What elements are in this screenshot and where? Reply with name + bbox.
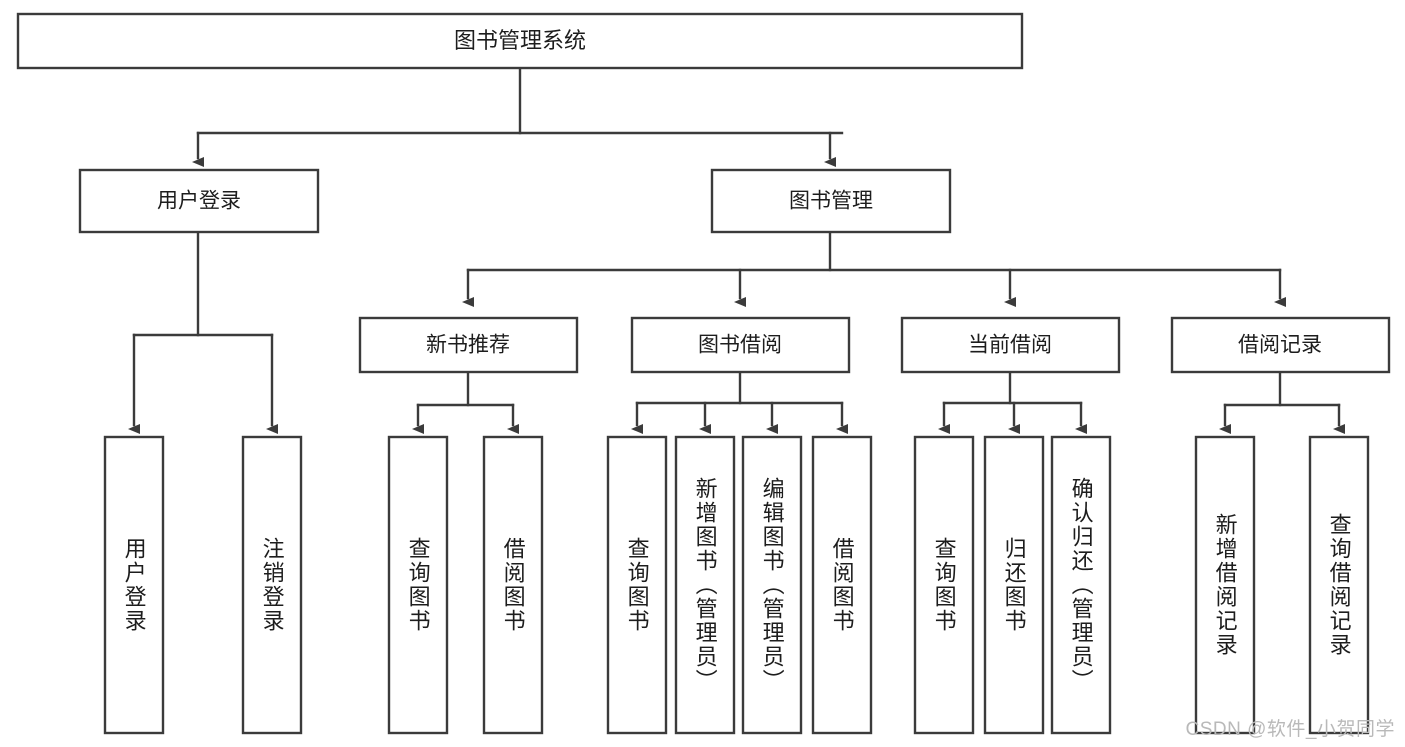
- node-borrow-record[interactable]: 借阅记录: [1170, 316, 1391, 374]
- leaf-box-current-borrow-3[interactable]: [1050, 435, 1112, 735]
- leaf-box-book-borrow-2[interactable]: [674, 435, 736, 735]
- node-book-borrow-label: 图书借阅: [698, 334, 782, 357]
- node-book-borrow[interactable]: 图书借阅: [630, 316, 851, 374]
- node-borrow-record-box[interactable]: [1170, 316, 1391, 374]
- node-root-box[interactable]: [16, 12, 1024, 70]
- node-root[interactable]: 图书管理系统: [16, 12, 1024, 70]
- node-current-borrow-box[interactable]: [900, 316, 1121, 374]
- node-new-book-recommend-label: 新书推荐: [426, 334, 510, 357]
- node-root-label: 图书管理系统: [454, 28, 586, 53]
- leaf-box-current-borrow-2[interactable]: [983, 435, 1045, 735]
- node-book-manage[interactable]: 图书管理: [710, 168, 952, 234]
- leaf-box-book-borrow-4[interactable]: [811, 435, 873, 735]
- node-current-borrow[interactable]: 当前借阅: [900, 316, 1121, 374]
- leaf-box-group: [103, 435, 1370, 735]
- node-user-login-box[interactable]: [78, 168, 320, 234]
- watermark-text: CSDN @软件_小贺同学: [1185, 719, 1395, 740]
- leaf-box-new-book-1[interactable]: [387, 435, 449, 735]
- leaf-box-book-borrow-3[interactable]: [741, 435, 803, 735]
- leaf-box-user-login-1[interactable]: [103, 435, 165, 735]
- node-book-manage-box[interactable]: [710, 168, 952, 234]
- node-user-login-label: 用户登录: [157, 190, 241, 213]
- node-new-book-recommend-box[interactable]: [358, 316, 579, 374]
- leaf-box-borrow-record-1[interactable]: [1194, 435, 1256, 735]
- node-user-login[interactable]: 用户登录: [78, 168, 320, 234]
- leaf-box-user-login-2[interactable]: [241, 435, 303, 735]
- node-book-borrow-box[interactable]: [630, 316, 851, 374]
- leaf-box-book-borrow-1[interactable]: [606, 435, 668, 735]
- node-book-manage-label: 图书管理: [789, 190, 873, 213]
- leaf-box-new-book-2[interactable]: [482, 435, 544, 735]
- node-borrow-record-label: 借阅记录: [1238, 334, 1322, 357]
- leaf-box-current-borrow-1[interactable]: [913, 435, 975, 735]
- node-current-borrow-label: 当前借阅: [968, 334, 1052, 357]
- connector-group: [128, 66, 1345, 434]
- leaf-box-borrow-record-2[interactable]: [1308, 435, 1370, 735]
- node-new-book-recommend[interactable]: 新书推荐: [358, 316, 579, 374]
